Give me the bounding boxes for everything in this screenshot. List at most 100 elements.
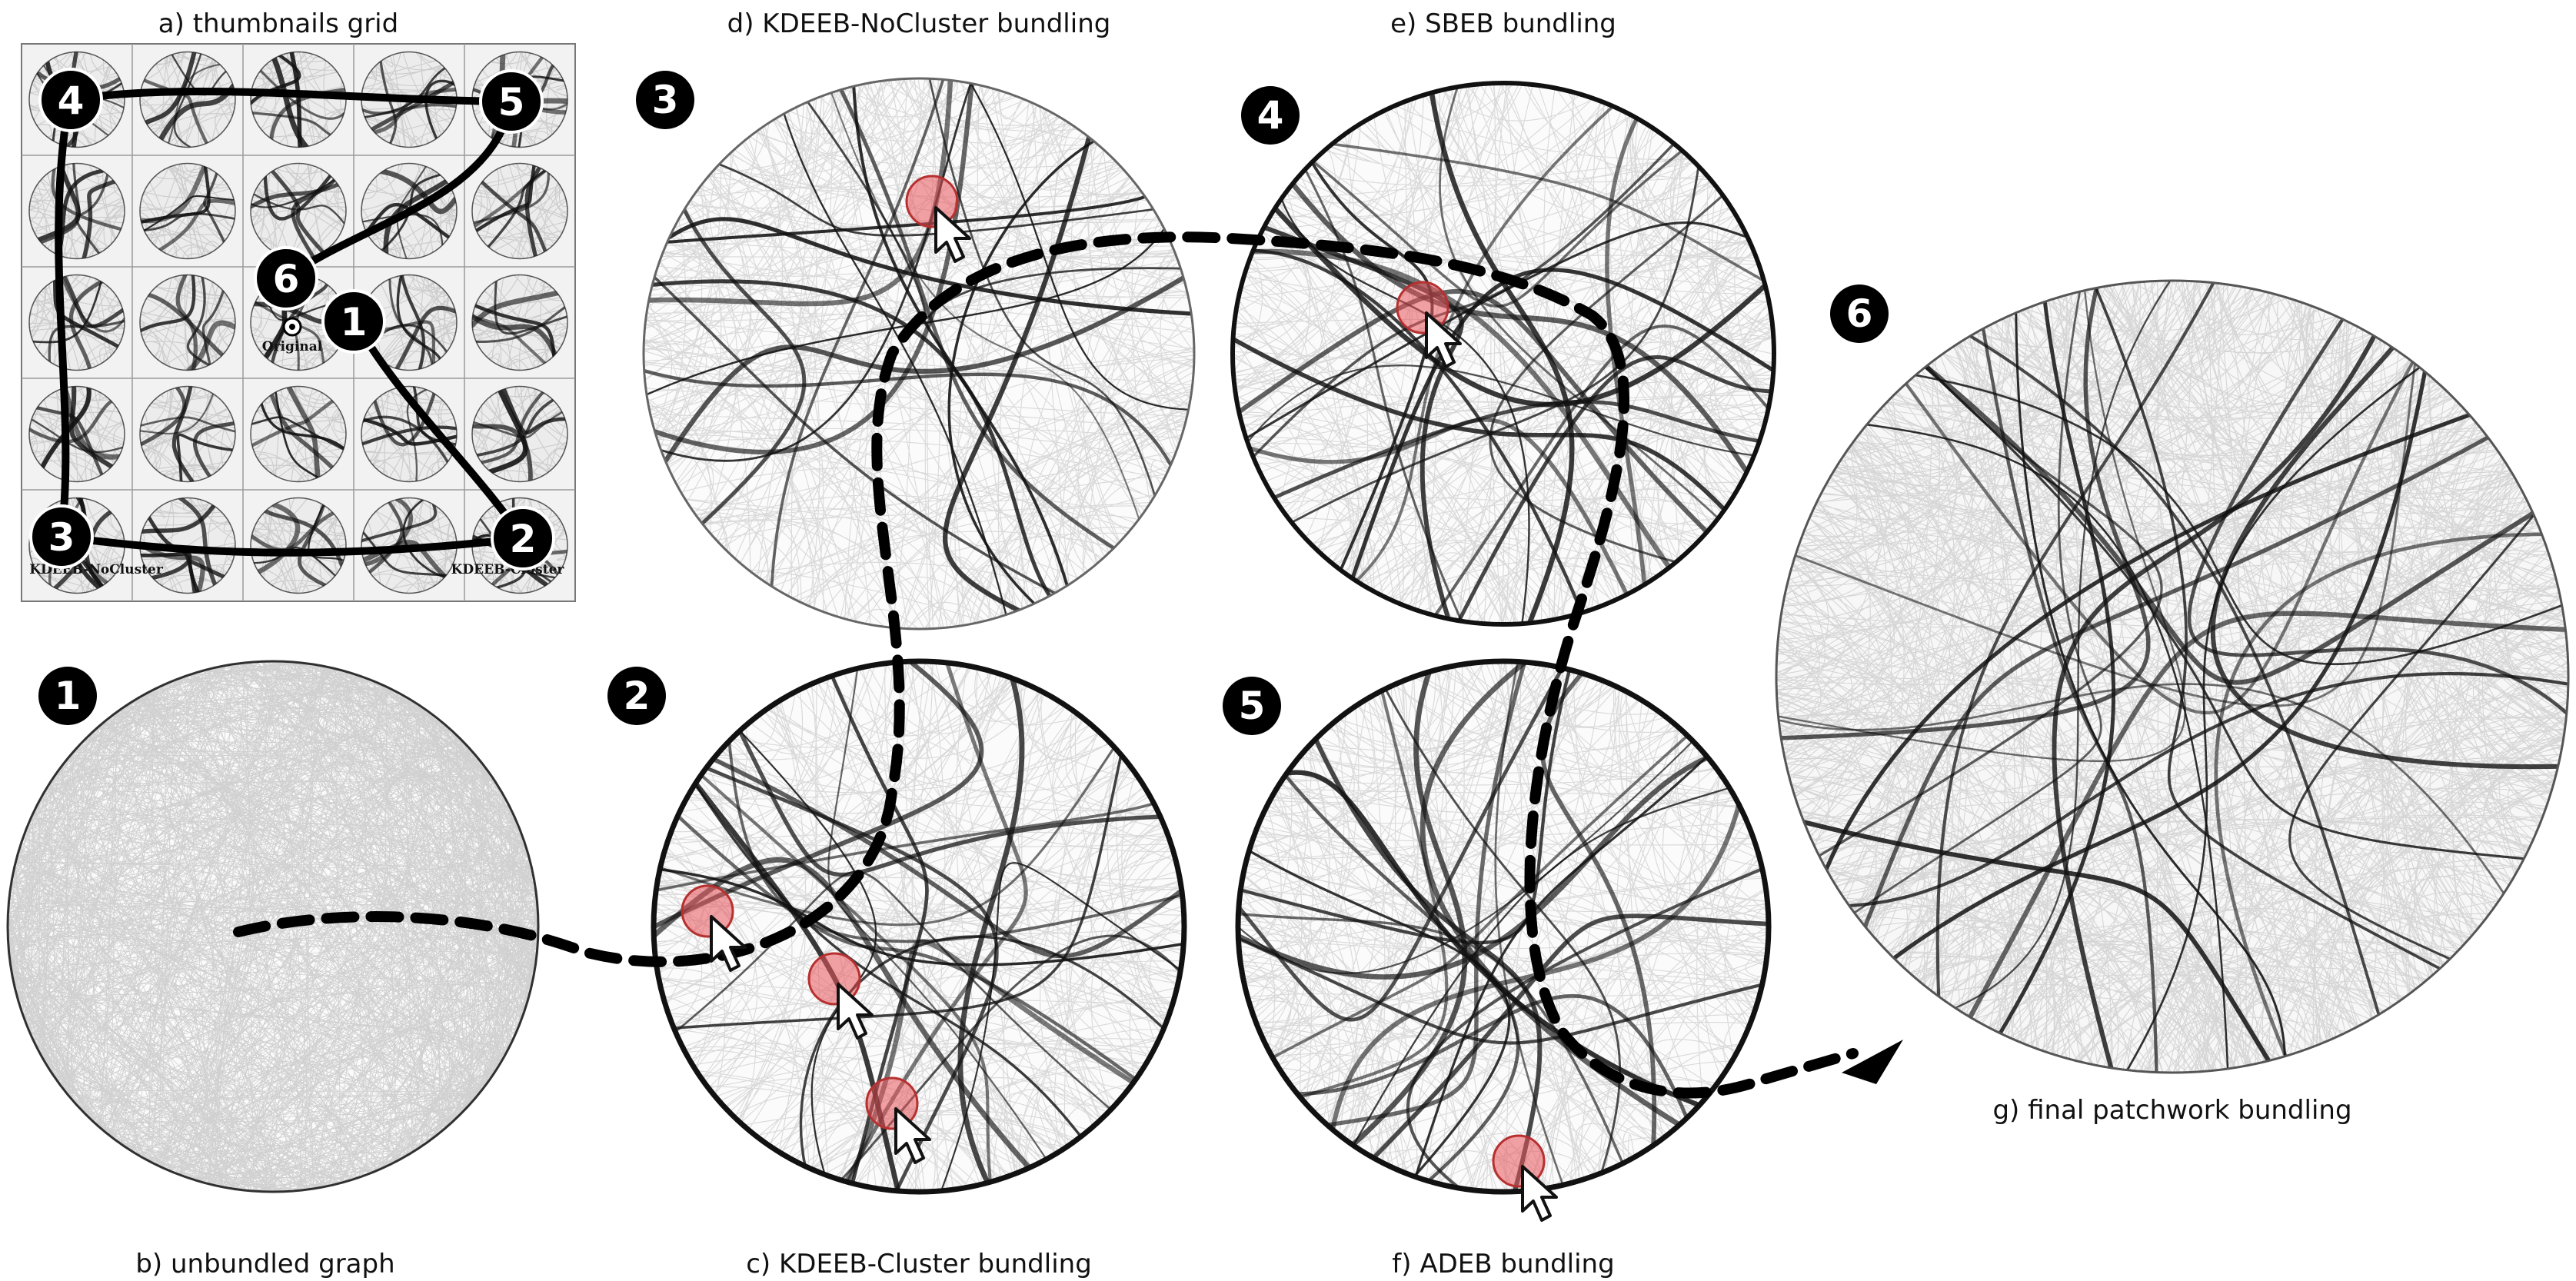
caption-final-patchwork: g) final patchwork bundling [1992, 1095, 2351, 1126]
bundle-edge [1818, 364, 2163, 857]
caption-kdeeb-nocluster: d) KDEEB-NoCluster bundling [727, 8, 1111, 39]
bundle-edge [143, 52, 197, 125]
bundle-edge [472, 171, 550, 225]
bundle-edge [1489, 194, 1725, 564]
bundle-edge [150, 559, 226, 581]
bundle-edge [158, 198, 235, 252]
bundle-edge [1969, 334, 2381, 1016]
bundle-edge [75, 173, 109, 255]
bundle-edge [830, 674, 929, 1186]
bundle-edge [254, 301, 325, 364]
bundle-edge [739, 730, 877, 1176]
path-5-6 [284, 101, 515, 282]
bundle-edge [770, 78, 945, 588]
svg-text:2: 2 [624, 674, 651, 718]
bundle-edge [1355, 105, 1615, 583]
caption-kdeeb-cluster: c) KDEEB-Cluster bundling [746, 1249, 1092, 1279]
bundle-edge [1330, 802, 1742, 1133]
bundle-edge [1238, 740, 1694, 974]
bundle-edge [1954, 281, 2172, 1009]
bundle-edge [1914, 374, 2563, 666]
bundle-edge [658, 868, 1184, 967]
grid-step-badge-1: 1 [321, 289, 386, 354]
bundle-edge [142, 212, 235, 232]
bundle-edge [667, 217, 1193, 316]
bundle-edge [1967, 611, 2568, 1020]
thumbnail-cell[interactable] [139, 51, 236, 148]
bundle-edge [1892, 369, 2428, 960]
bundle-edge [140, 416, 235, 433]
bundle-edge [361, 320, 436, 365]
bundle-edge [146, 292, 225, 358]
bundle-edge [1847, 672, 2568, 907]
caption-unbundled-graph: b) unbundled graph [135, 1249, 394, 1279]
thumbnail-cell[interactable] [28, 274, 125, 371]
bundle-edge [1935, 281, 2215, 998]
bundle-edge [472, 424, 533, 482]
thumbnail-cell[interactable] [361, 385, 458, 483]
bundle-edge [1923, 366, 2525, 860]
bundle-edge [140, 503, 216, 534]
step-badge-2: 2 [607, 667, 666, 725]
bundle-edge [844, 661, 1028, 1184]
bundle-edge [361, 425, 457, 446]
bundle-edge [473, 304, 556, 358]
bundle-edge [82, 179, 117, 259]
grid-step-badge-5: 5 [479, 69, 544, 134]
bundle-edge [1298, 689, 1449, 1100]
target-icon [282, 317, 302, 337]
bundle-edge [727, 739, 1184, 943]
bundle-edge [1283, 774, 1520, 1183]
bundle-edge [1352, 787, 1731, 1146]
bundle-edge [251, 179, 336, 208]
svg-text:5: 5 [498, 80, 525, 125]
grid-step-badge-2: 2 [491, 506, 555, 571]
bundle-edge [361, 214, 444, 246]
bundle-edge [361, 415, 449, 464]
bundle-edge [947, 139, 1096, 605]
bundle-edge [286, 386, 321, 481]
bundle-edge [1433, 324, 1770, 617]
bundle-edge [424, 79, 456, 140]
svg-text:6: 6 [273, 257, 300, 301]
bundle-edge [396, 165, 427, 259]
bundle-edge [203, 171, 226, 244]
bundle-edge [140, 541, 205, 594]
svg-text:1: 1 [341, 300, 368, 344]
bundle-edge [1247, 418, 1629, 597]
bundle-edge [259, 69, 345, 120]
bundle-edge [472, 314, 558, 358]
bundle-edge [1238, 912, 1624, 1165]
bundle-edge [30, 418, 124, 454]
bundle-edge [178, 497, 218, 587]
bundle-edge [1862, 435, 2491, 929]
bundle-edge [1439, 85, 1719, 520]
bundle-edge [68, 279, 104, 371]
bundle-edge [1233, 337, 1727, 512]
bundle-edge [140, 551, 200, 594]
grid-step-badge-3: 3 [29, 504, 94, 569]
bundle-edge [2187, 317, 2568, 715]
bundle-edge [653, 275, 1057, 595]
bundle-edge [475, 398, 555, 458]
bundle-edge [1245, 221, 1749, 440]
caption-thumbnails-grid: a) thumbnails grid [158, 8, 398, 39]
edge-texture [8, 661, 538, 1192]
bundle-edge [263, 174, 332, 221]
bundle-edge [957, 675, 1025, 1186]
grid-step-badge-6: 6 [254, 246, 318, 311]
bundle-edge [1251, 248, 1584, 615]
svg-text:6: 6 [1846, 291, 1873, 336]
path-1-2 [351, 319, 527, 541]
caption-adeb: f) ADEB bundling [1392, 1249, 1614, 1279]
bundle-edge [252, 193, 345, 225]
svg-text:4: 4 [1257, 93, 1284, 138]
thumbnail-cell[interactable] [139, 385, 236, 483]
bundle-edge [474, 306, 567, 343]
bundle-edge [251, 399, 334, 448]
svg-text:1: 1 [55, 674, 82, 718]
step-badge-5: 5 [1223, 677, 1281, 735]
bundle-edge [2015, 311, 2286, 1058]
bundle-edge [487, 169, 547, 248]
svg-text:2: 2 [510, 517, 537, 561]
